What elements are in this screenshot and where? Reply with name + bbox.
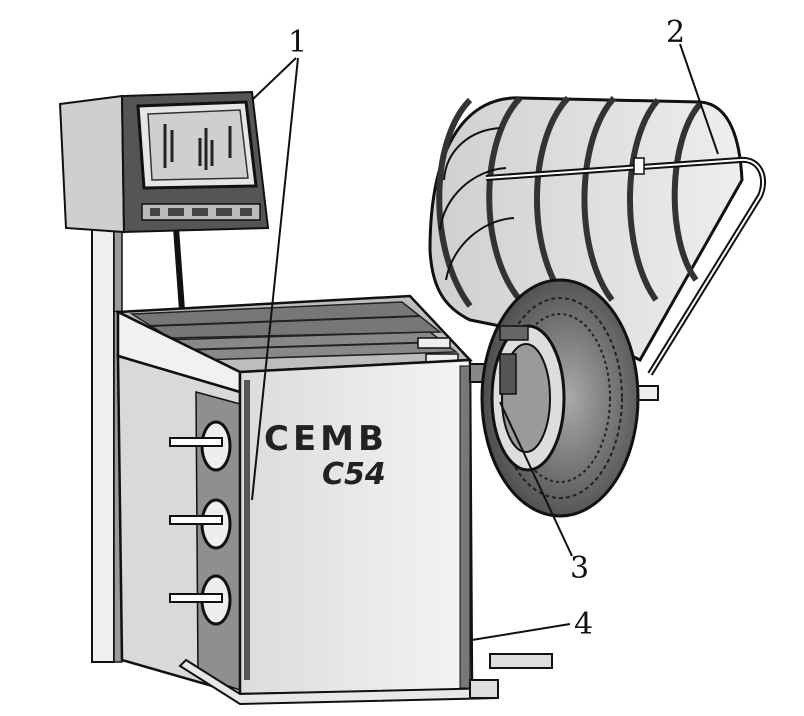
control-keypad (141, 203, 261, 221)
monitor-display-unit (58, 90, 270, 234)
callout-leaders (251, 43, 719, 641)
cabinet-top-tray (113, 294, 473, 394)
callout-4: 4 (574, 607, 593, 642)
callout-1: 1 (288, 25, 307, 60)
weight-hook-top (169, 420, 232, 472)
model-text: C54 (322, 457, 386, 492)
brand-text: CEMB (264, 419, 388, 459)
wheel-guard-hood (428, 95, 767, 376)
brand-logo: CEMB C54 (264, 419, 388, 492)
guard-frame-arm (485, 156, 767, 376)
cabinet-front-panel (238, 358, 474, 696)
weight-hook-middle (169, 498, 232, 550)
callout-3: 3 (570, 551, 589, 586)
screen-readout-marks (163, 124, 232, 170)
tire-wheel-assembly (480, 278, 640, 518)
weight-hook-bottom (169, 574, 232, 626)
base-frame (178, 653, 553, 706)
callout-2: 2 (666, 15, 685, 50)
